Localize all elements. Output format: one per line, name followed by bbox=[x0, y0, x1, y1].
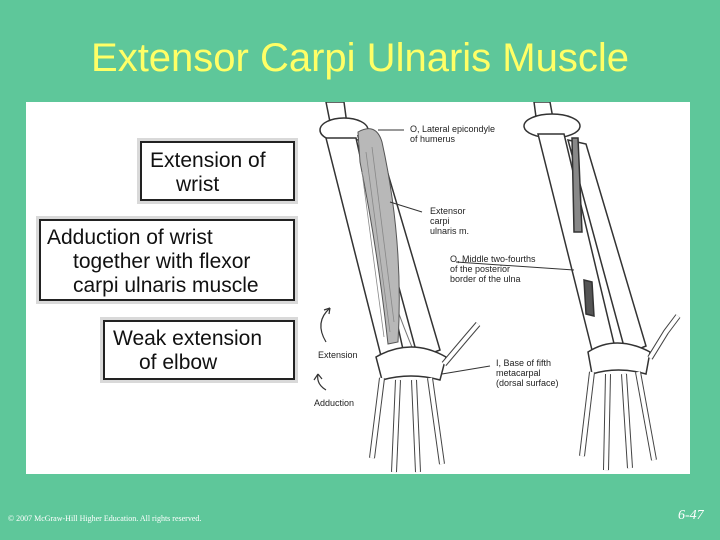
adduction-arrow bbox=[317, 373, 327, 391]
extension-arrow bbox=[320, 307, 331, 343]
slide-title: Extensor Carpi Ulnaris Muscle bbox=[91, 36, 629, 80]
extension-label: Extension bbox=[318, 350, 358, 360]
slide-number: 6-47 bbox=[678, 508, 704, 523]
copyright-footer: © 2007 McGraw-Hill Higher Education. All… bbox=[8, 514, 202, 523]
origin-label: O, Lateral epicondyle of humerus bbox=[410, 124, 496, 144]
right-arm-drawing bbox=[523, 102, 681, 471]
extensor-carpi-ulnaris-muscle bbox=[357, 128, 400, 345]
callout-extension-wrist: Extension of wrist bbox=[140, 141, 295, 201]
callout-adduction-wrist: Adduction of wrist together with flexor … bbox=[39, 219, 295, 301]
origin2-label: O, Middle two-fourths of the posterior b… bbox=[450, 254, 536, 284]
forearm-illustration bbox=[313, 102, 681, 473]
muscle-label: Extensor carpi ulnaris m. bbox=[430, 206, 470, 236]
adduction-label: Adduction bbox=[314, 398, 355, 408]
insertion-label: I, Base of fifth metacarpal (dorsal surf… bbox=[496, 358, 559, 388]
callout-extension-elbow: Weak extension of elbow bbox=[103, 320, 295, 380]
